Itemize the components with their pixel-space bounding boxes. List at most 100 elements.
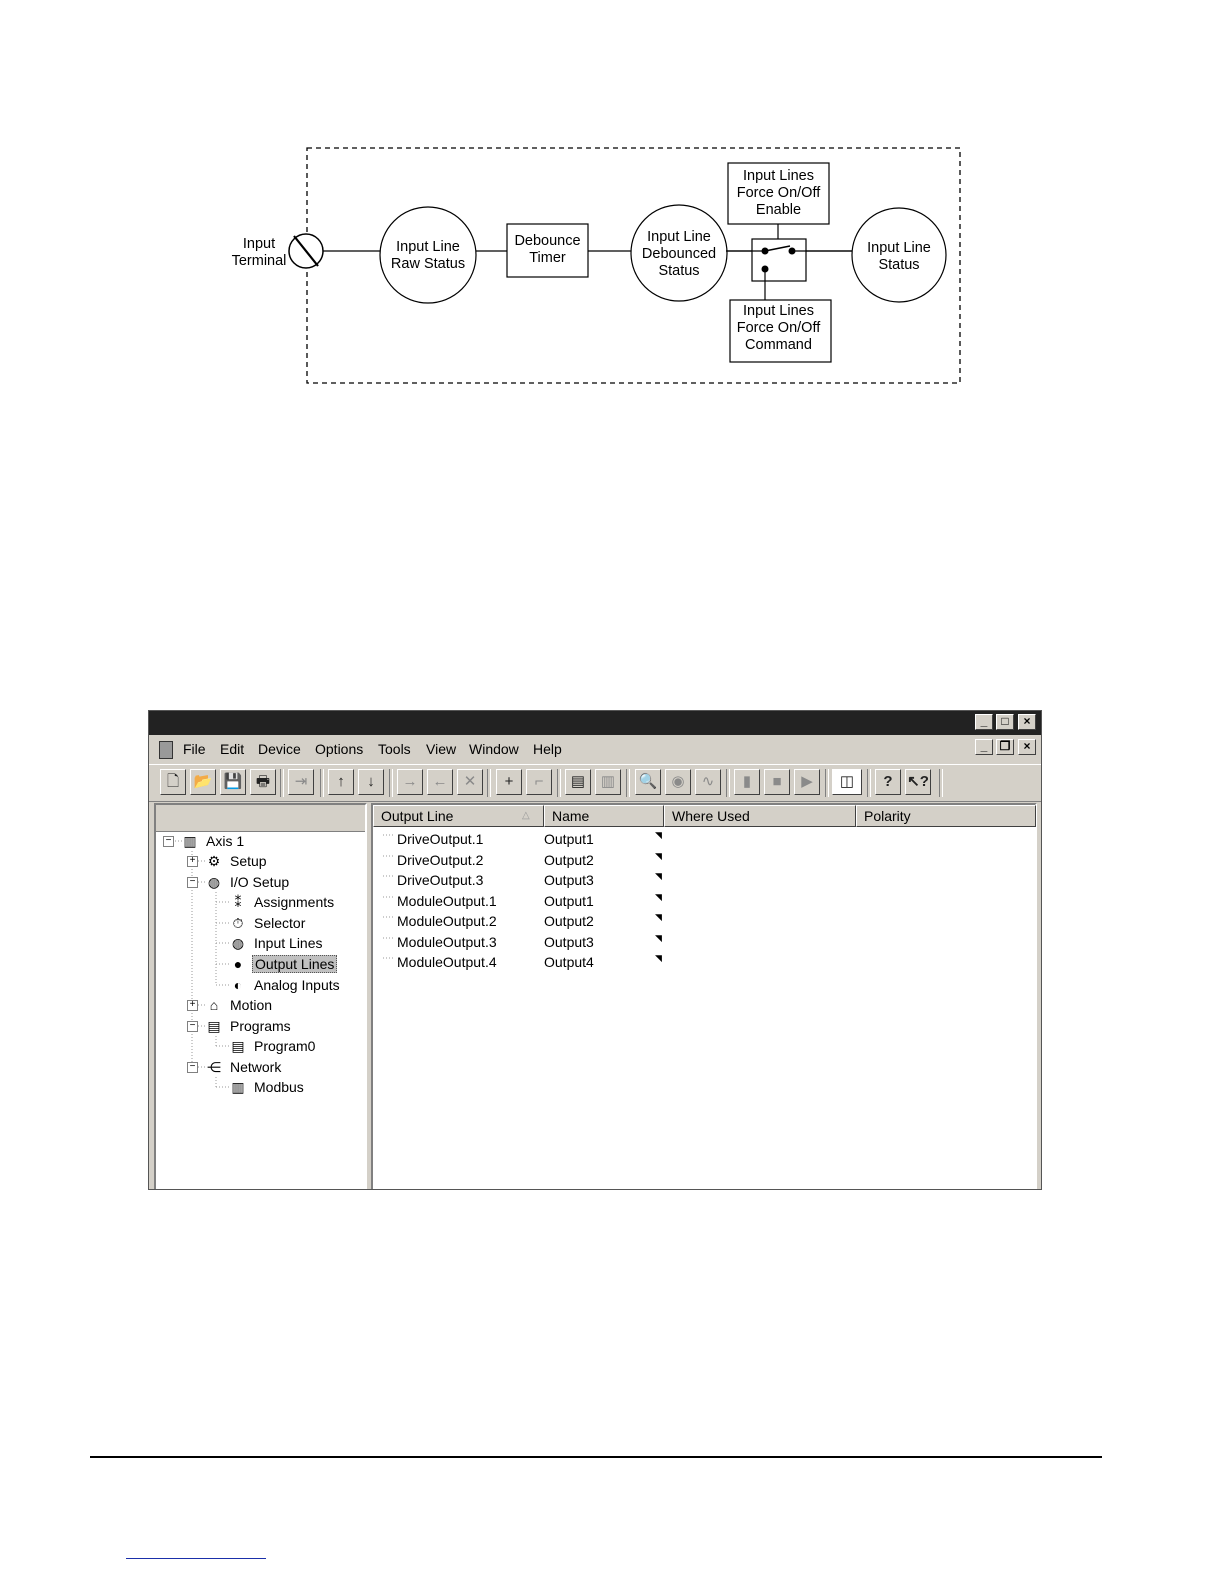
- expand-motion-toggle[interactable]: +: [187, 1000, 198, 1011]
- properties-button[interactable]: ▥: [595, 769, 621, 795]
- collapse-io-setup-toggle[interactable]: −: [187, 877, 198, 888]
- print-button[interactable]: 🖶: [250, 769, 276, 795]
- title-bar: _ □ ×: [149, 711, 1041, 735]
- stop-button[interactable]: ■: [764, 769, 790, 795]
- edit-marker-icon: ◥: [655, 933, 662, 943]
- menu-help[interactable]: Help: [533, 741, 562, 757]
- connect-button[interactable]: ⇥: [288, 769, 314, 795]
- step-button[interactable]: ▶: [794, 769, 820, 795]
- diagram-shapes: [288, 147, 961, 384]
- context-help-icon: ↖?: [907, 773, 929, 790]
- tree-item-input-lines[interactable]: ◍Input Lines: [228, 933, 325, 953]
- force-enable-label: Input Lines Force On/Off Enable: [736, 168, 821, 218]
- tree-item-output-lines[interactable]: ●Output Lines: [228, 954, 338, 974]
- input-terminal-label: Input Terminal: [231, 236, 287, 269]
- remove-branch-button[interactable]: ⌐: [526, 769, 552, 795]
- toolbar-separator: [939, 769, 943, 797]
- tree-connector-lines: [172, 840, 230, 1088]
- menu-tools[interactable]: Tools: [378, 741, 411, 757]
- menu-file[interactable]: File: [183, 741, 206, 757]
- add-branch-button[interactable]: +: [496, 769, 522, 795]
- axis-icon: ▥: [183, 833, 197, 849]
- input-line-diagram: Input Terminal Input Line Raw Status Deb…: [0, 0, 1224, 400]
- download-icon: ↓: [367, 773, 375, 790]
- column-header-output-line[interactable]: Output Line△: [373, 805, 544, 827]
- tree-item-selector[interactable]: ⏱Selector: [228, 913, 307, 933]
- collapse-network-toggle[interactable]: −: [187, 1062, 198, 1073]
- insert-before-button[interactable]: ←: [427, 769, 453, 795]
- insert-after-button[interactable]: →: [397, 769, 423, 795]
- output-lines-icon: ●: [233, 956, 243, 972]
- menu-window[interactable]: Window: [469, 741, 519, 757]
- doc-close-button[interactable]: ×: [1018, 739, 1036, 755]
- project-tree[interactable]: − + − + − − ▥Axis 1 ⚙Setup ◍I/O Setup ⁑A…: [154, 803, 367, 1189]
- print-icon: 🖶: [255, 773, 271, 790]
- toolbar-separator: [825, 769, 829, 797]
- menu-edit[interactable]: Edit: [220, 741, 245, 757]
- application-window: _ □ × File Edit Device Options Tools Vie…: [148, 710, 1042, 1190]
- context-help-button[interactable]: ↖?: [905, 769, 931, 795]
- oscilloscope-button[interactable]: ∿: [695, 769, 721, 795]
- force-command-box: [729, 299, 832, 363]
- new-button[interactable]: 🗋: [160, 769, 186, 795]
- column-header-name[interactable]: Name: [544, 805, 664, 827]
- tree-item-io-setup[interactable]: ◍I/O Setup: [204, 872, 291, 892]
- watch-button[interactable]: 🔍: [635, 769, 661, 795]
- delete-button[interactable]: ✕: [457, 769, 483, 795]
- toolbar-separator: [487, 769, 491, 797]
- tree-item-modbus[interactable]: ▥Modbus: [228, 1077, 306, 1097]
- edit-marker-icon: ◥: [655, 912, 662, 922]
- connect-icon: ⇥: [294, 773, 308, 790]
- upload-button[interactable]: ↑: [328, 769, 354, 795]
- save-button[interactable]: 💾: [220, 769, 246, 795]
- doc-minimize-button[interactable]: _: [975, 739, 993, 755]
- insert-after-icon: →: [402, 773, 418, 790]
- tree-item-analog-inputs[interactable]: ◐Analog Inputs: [228, 975, 342, 995]
- tree-item-program0[interactable]: ▤Program0: [228, 1036, 317, 1056]
- output-lines-table[interactable]: Output Line△ Name Where Used Polarity Dr…: [371, 803, 1037, 1189]
- layout-button[interactable]: ◫: [832, 769, 862, 795]
- collapse-axis-toggle[interactable]: −: [163, 836, 174, 847]
- compile-button[interactable]: ▤: [565, 769, 591, 795]
- column-header-where-used[interactable]: Where Used: [664, 805, 856, 827]
- tree-item-motion[interactable]: ⌂Motion: [204, 995, 274, 1015]
- minimize-button[interactable]: _: [975, 714, 993, 730]
- doc-restore-button[interactable]: ❐: [996, 739, 1014, 755]
- expand-setup-toggle[interactable]: +: [187, 856, 198, 867]
- tree-item-network[interactable]: ⋲Network: [204, 1057, 283, 1077]
- column-header-polarity[interactable]: Polarity: [856, 805, 1036, 827]
- download-button[interactable]: ↓: [358, 769, 384, 795]
- switch-box: [751, 238, 807, 282]
- monitor-button[interactable]: ◉: [665, 769, 691, 795]
- io-setup-icon: ◍: [207, 874, 221, 890]
- new-icon: 🗋: [166, 773, 180, 790]
- open-button[interactable]: 📂: [190, 769, 216, 795]
- collapse-programs-toggle[interactable]: −: [187, 1021, 198, 1032]
- assignments-icon: ⁑: [234, 894, 242, 910]
- force-enable-box: [727, 162, 830, 225]
- menu-options[interactable]: Options: [315, 741, 364, 757]
- maximize-button[interactable]: □: [996, 714, 1014, 730]
- tree-item-assignments[interactable]: ⁑Assignments: [228, 892, 336, 912]
- help-button[interactable]: ?: [875, 769, 901, 795]
- toolbar-separator: [320, 769, 324, 797]
- menu-view[interactable]: View: [426, 741, 457, 757]
- run-button[interactable]: ▮: [734, 769, 760, 795]
- force-command-label: Input Lines Force On/Off Command: [736, 303, 821, 353]
- debounce-timer-box: [506, 223, 589, 278]
- save-icon: 💾: [223, 773, 243, 790]
- close-button[interactable]: ×: [1018, 714, 1036, 730]
- menu-device[interactable]: Device: [258, 741, 301, 757]
- debounced-status-label: Input Line Debounced Status: [641, 229, 717, 279]
- tree-item-axis-1[interactable]: ▥Axis 1: [180, 831, 246, 851]
- tree-item-programs[interactable]: ▤Programs: [204, 1016, 293, 1036]
- tree-item-setup[interactable]: ⚙Setup: [204, 851, 269, 871]
- edit-marker-icon: ◥: [655, 953, 662, 963]
